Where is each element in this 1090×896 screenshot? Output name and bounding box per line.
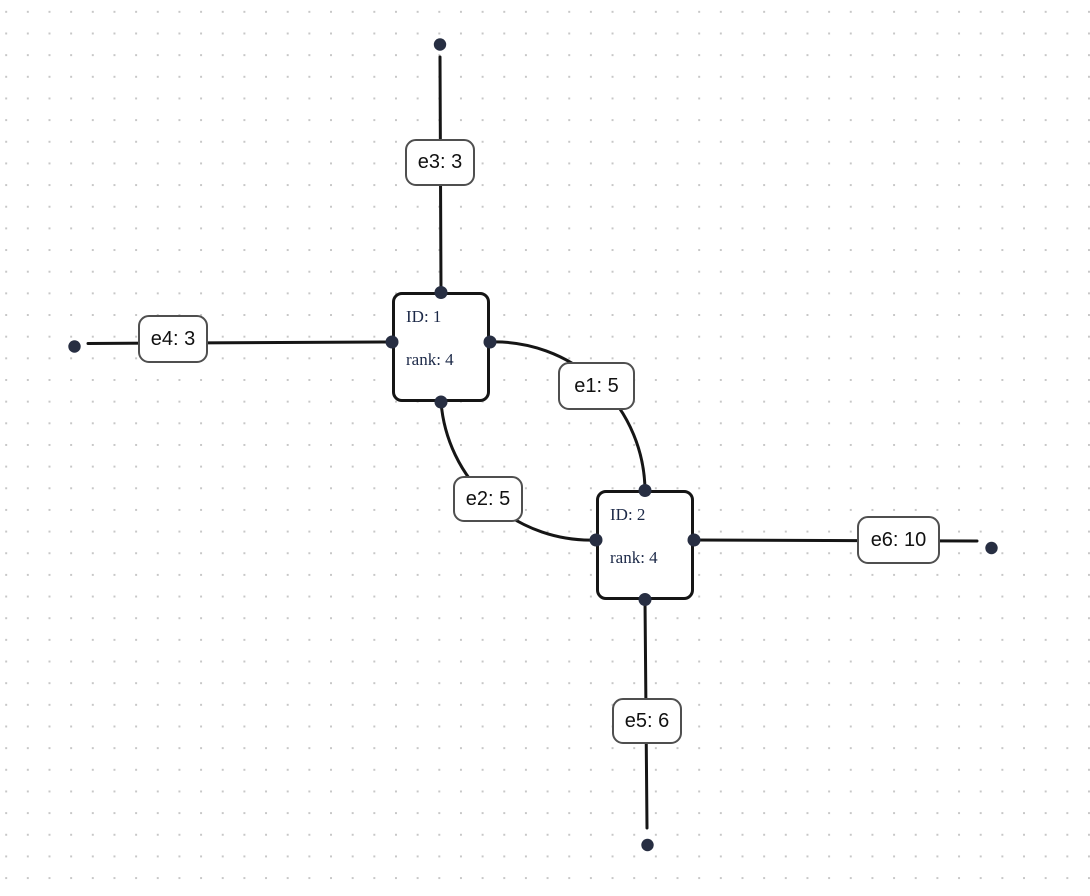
free-endpoint-left[interactable] [68, 340, 81, 353]
node-2-bottom-port[interactable] [638, 593, 652, 606]
node-2-top-port[interactable] [638, 484, 652, 497]
node-1[interactable]: ID: 1 rank: 4 [392, 292, 490, 402]
node-1-bottom-port[interactable] [434, 395, 448, 409]
edge-e4[interactable] [86, 340, 394, 345]
free-endpoint-top[interactable] [433, 38, 447, 51]
node-1-id-label: ID: 1 [406, 307, 442, 326]
free-endpoint-right[interactable] [985, 541, 998, 555]
node-2-left-port[interactable] [589, 533, 603, 547]
node-1-right-port[interactable] [483, 335, 497, 349]
edge-label-e1[interactable]: e1: 5 [558, 362, 635, 410]
node-1-rank-label: rank: 4 [406, 350, 454, 369]
edge-label-e4[interactable]: e4: 3 [138, 315, 208, 363]
edge-label-e2[interactable]: e2: 5 [453, 476, 523, 522]
edge-label-e3[interactable]: e3: 3 [405, 139, 475, 186]
node-1-left-port[interactable] [385, 335, 399, 349]
node-2-rank-label: rank: 4 [610, 548, 658, 567]
node-2-id-label: ID: 2 [610, 505, 646, 524]
node-2-right-port[interactable] [687, 533, 701, 547]
node-1-top-port[interactable] [434, 286, 448, 299]
node-2[interactable]: ID: 2 rank: 4 [596, 490, 694, 600]
edge-label-e5[interactable]: e5: 6 [612, 698, 682, 744]
edge-label-e6[interactable]: e6: 10 [857, 516, 940, 564]
free-endpoint-bottom[interactable] [641, 838, 654, 852]
